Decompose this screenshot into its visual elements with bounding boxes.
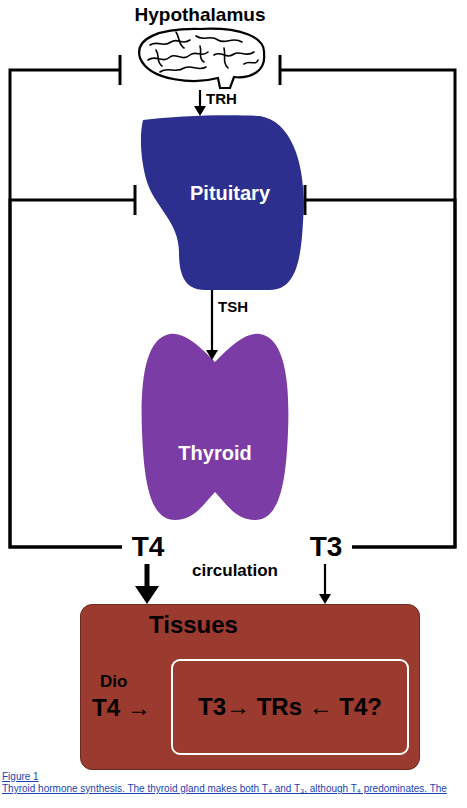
inhibition-connector xyxy=(305,185,455,547)
connector-line xyxy=(10,70,122,547)
connector-line xyxy=(324,564,326,596)
figure-label: Figure 1 xyxy=(2,771,122,782)
arrow-head xyxy=(319,594,331,604)
node-text: T4 xyxy=(122,530,174,564)
connector-line xyxy=(10,200,135,547)
arrow-head xyxy=(194,106,206,116)
node-text: T3→ TRs ← T4? xyxy=(173,693,407,721)
organ-outline xyxy=(140,332,290,522)
hypothalamus-node: Hypothalamus xyxy=(120,2,280,90)
inhibition-connector xyxy=(10,185,135,547)
arrow-connector xyxy=(319,564,331,604)
connector-line xyxy=(305,200,455,547)
node-text: Pituitary xyxy=(155,182,305,205)
circulation-label: circulation xyxy=(170,561,300,581)
hormone-node: T4 xyxy=(122,530,174,564)
inhibition-bar xyxy=(279,55,282,85)
receptor-box: T3→ TRs ← T4? xyxy=(171,659,409,755)
node-text: Hypothalamus xyxy=(120,4,280,26)
arrow-head xyxy=(206,350,218,360)
thyroid-shape: Thyroid xyxy=(140,332,290,522)
node-text: Thyroid xyxy=(140,442,290,465)
edge-label: TRH xyxy=(206,90,266,107)
inhibition-bar xyxy=(134,185,137,215)
node-text: T3 xyxy=(300,530,352,564)
node-text: Tissues xyxy=(149,611,349,639)
inhibition-bar xyxy=(119,55,122,85)
connector-line xyxy=(211,290,213,352)
arrow-connector xyxy=(135,564,159,604)
figure-caption: Thyroid hormone synthesis. The thyroid g… xyxy=(2,783,464,795)
connector-line xyxy=(145,564,150,590)
tissues-box: TissuesT3→ TRs ← T4? xyxy=(80,604,420,770)
arrow-connector xyxy=(194,90,206,116)
pituitary-shape: Pituitary xyxy=(135,112,305,292)
inhibition-bar xyxy=(304,185,307,215)
arrow-connector xyxy=(206,290,218,360)
hormone-node: T3 xyxy=(300,530,352,564)
conversion-label: T4 → xyxy=(92,694,182,722)
inhibition-connector xyxy=(280,55,455,547)
inhibition-connector xyxy=(10,55,122,547)
connector-line xyxy=(199,90,201,108)
connector-line xyxy=(280,70,455,547)
enzyme-label: Dio xyxy=(100,672,160,692)
edge-label: TSH xyxy=(218,298,278,315)
arrow-head xyxy=(135,586,159,604)
